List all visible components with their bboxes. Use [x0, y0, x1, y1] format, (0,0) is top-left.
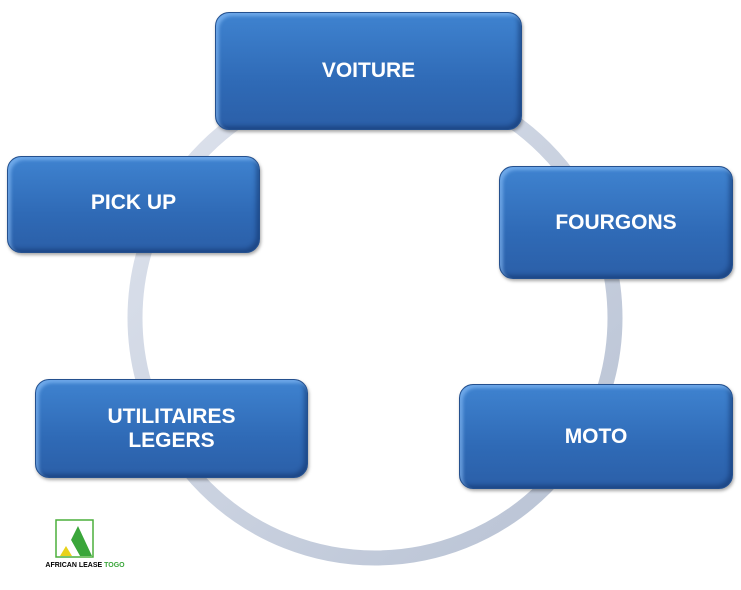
- node-fourgons: FOURGONS: [499, 166, 733, 279]
- logo-name: AFRICAN LEASE: [45, 562, 103, 569]
- node-utilitaires-legers: UTILITAIRES LEGERS: [35, 379, 308, 478]
- logo-mark-icon: [55, 519, 94, 558]
- logo-suffix: TOGO: [104, 562, 125, 569]
- node-moto: MOTO: [459, 384, 733, 489]
- node-pick-up: PICK UP: [7, 156, 260, 253]
- node-voiture: VOITURE: [215, 12, 522, 130]
- company-logo: AFRICAN LEASE TOGO: [40, 518, 130, 573]
